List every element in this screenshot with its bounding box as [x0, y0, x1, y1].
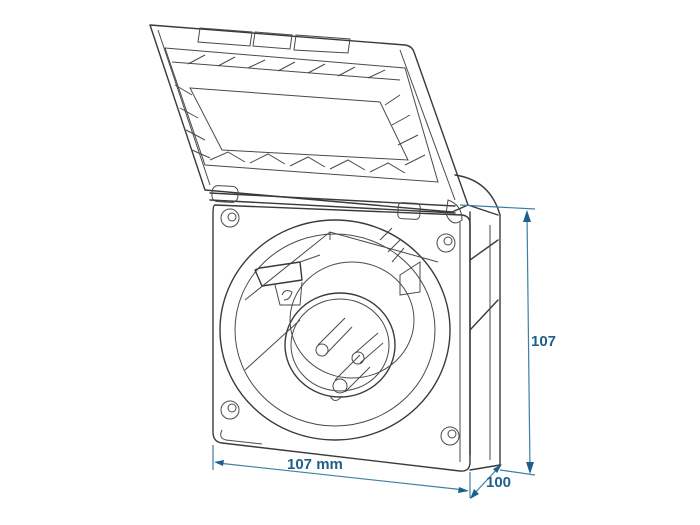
width-dimension-label: 107 mm [287, 456, 343, 473]
hinge [209, 185, 463, 224]
latch-clip [254, 254, 321, 306]
dimension-lines [212, 204, 536, 499]
height-dimension-label: 107 [531, 333, 557, 350]
screw-holes [220, 208, 460, 446]
pins [315, 317, 384, 394]
plug-insert [284, 261, 415, 401]
lid-frame [149, 24, 469, 213]
socket-bezel [219, 219, 451, 441]
depth-dimension-label: 100 [486, 474, 512, 491]
front-plate [212, 204, 471, 472]
